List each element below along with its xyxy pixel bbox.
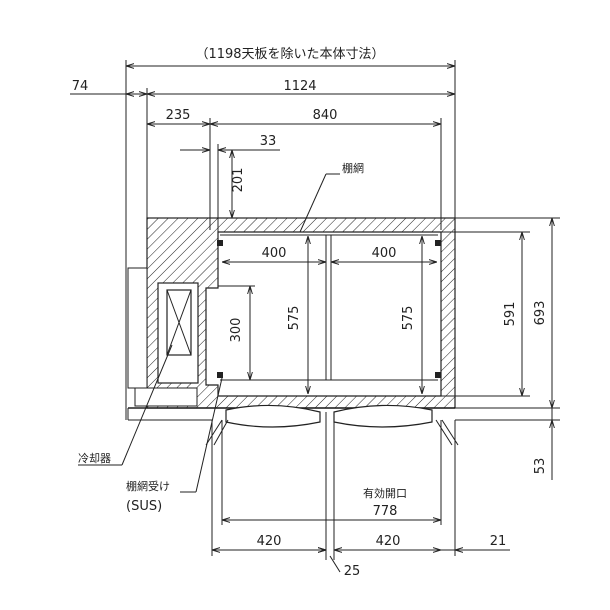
shelf-support-bracket-left <box>217 372 223 378</box>
door-handle-right <box>333 404 433 428</box>
dim-53: 53 <box>533 458 548 475</box>
refrigeration-leader-b <box>121 344 173 466</box>
dim-1124: 1124 <box>283 79 316 94</box>
refrigeration-unit-label: 冷却器 <box>78 452 111 465</box>
door-swing-left-b <box>213 419 229 446</box>
dim-575-left: 575 <box>287 306 302 331</box>
effective-opening-label: 有効開口 <box>363 486 407 500</box>
doors <box>205 404 459 560</box>
dim-778: 778 <box>373 504 398 519</box>
shelf-support-leader-b <box>195 377 223 493</box>
dim-33: 33 <box>260 134 277 149</box>
wire-shelf-label: 棚網 <box>342 161 364 175</box>
shelf-support-label: 棚網受け <box>126 479 170 493</box>
shelf-support-bracket-right <box>435 372 441 378</box>
dim-74: 74 <box>72 79 89 94</box>
wire-shelf-leader-b <box>299 173 327 233</box>
door-handle-left <box>225 404 321 428</box>
dim-201: 201 <box>231 168 246 193</box>
dim-575-right: 575 <box>401 306 416 331</box>
dim-420-right: 420 <box>376 534 401 549</box>
callouts: 棚網 冷却器 棚網受け (SUS) <box>78 161 364 514</box>
dim-693: 693 <box>533 301 548 326</box>
cabinet-interior <box>205 231 442 397</box>
dim-400-left: 400 <box>262 246 287 261</box>
shelf-support-material: (SUS) <box>126 499 162 514</box>
dim-235: 235 <box>166 108 191 123</box>
top-dimensions: （1198天板を除いた本体寸法） 74 1124 235 840 33 201 <box>70 47 456 420</box>
left-overhang-panel <box>127 267 148 389</box>
shelf-support-bracket-left-top <box>217 240 223 246</box>
dim-400-right: 400 <box>372 246 397 261</box>
interior-dimensions: 400 400 575 575 300 <box>218 236 437 394</box>
dim-420-left: 420 <box>257 534 282 549</box>
dim-21: 21 <box>490 534 507 549</box>
dim-300: 300 <box>229 318 244 343</box>
dim-591: 591 <box>503 302 518 327</box>
door-swing-right-a <box>435 419 453 446</box>
bottom-dimensions: 有効開口 778 420 420 21 25 <box>212 486 510 579</box>
shelf-support-bracket-right-top <box>435 240 441 246</box>
cabinet-body <box>127 217 456 421</box>
dim-840: 840 <box>313 108 338 123</box>
dim-leader-25 <box>329 555 341 573</box>
header-note: （1198天板を除いた本体寸法） <box>195 47 384 62</box>
door-swing-left-a <box>205 419 223 446</box>
right-dimensions: 591 693 53 <box>441 217 560 480</box>
base-step <box>134 387 198 407</box>
dim-25: 25 <box>344 564 361 579</box>
refrigeration-unit-cross-b <box>166 289 192 356</box>
